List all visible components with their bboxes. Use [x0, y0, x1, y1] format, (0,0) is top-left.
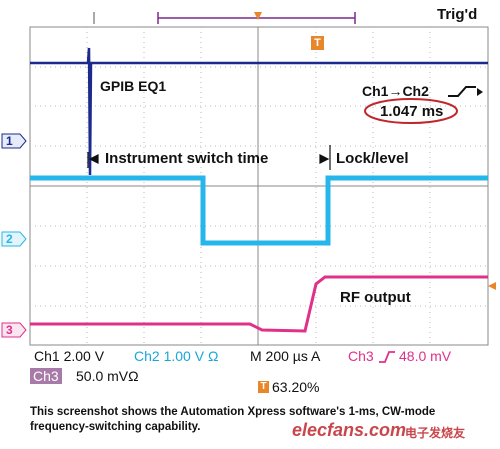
- trigger-marker: T: [311, 36, 324, 50]
- ch1-marker-label: 1: [6, 134, 13, 148]
- ch3-badge: Ch3: [30, 368, 62, 384]
- trigger-position: 63.20%: [272, 379, 320, 395]
- ch3-trace: [30, 275, 488, 333]
- switch-time-label: Instrument switch time: [105, 150, 269, 167]
- channel-markers: [1, 133, 27, 338]
- ch2-scale: Ch2 1.00 V Ω: [134, 348, 219, 364]
- trigger-level-marker: [488, 282, 496, 290]
- trigger-pos-icon: T: [258, 381, 269, 393]
- timebase: M 200 µs A: [250, 348, 321, 364]
- ch1-trace: [30, 47, 488, 176]
- ch2-marker-label: 2: [6, 232, 13, 246]
- ch1-scale: Ch1 2.00 V: [34, 348, 105, 364]
- rf-output-label: RF output: [340, 289, 411, 306]
- measurement-value: 1.047 ms: [380, 103, 444, 120]
- caption-text: This screenshot shows the Automation Xpr…: [30, 406, 436, 433]
- ch3-marker-label: 3: [6, 323, 13, 337]
- gpib-annotation: GPIB EQ1: [100, 78, 167, 94]
- ch3-scale: 50.0 mVΩ: [76, 368, 139, 384]
- watermark-cn: 电子发烧友: [405, 426, 466, 440]
- record-position-bracket: [157, 12, 356, 24]
- ch2-trace: [30, 175, 488, 246]
- switch-time-arrows: [87, 145, 331, 170]
- trig-status: Trig'd: [437, 6, 478, 23]
- caption-area: [0, 398, 500, 449]
- trigger-level: 48.0 mV: [399, 348, 452, 364]
- waveform-display: [1, 12, 496, 346]
- center-axis-ticks: [30, 27, 488, 345]
- measurement-label: Ch1→Ch2: [362, 83, 429, 99]
- trigger-position-arrow: [254, 12, 262, 20]
- rising-edge-icon: [379, 351, 395, 363]
- measurement-highlight: [364, 98, 458, 124]
- lock-level-label: Lock/level: [336, 150, 409, 167]
- trigger-source: Ch3: [348, 348, 374, 364]
- edge-icon: [448, 86, 483, 97]
- watermark-brand: elecfans.com: [292, 420, 407, 440]
